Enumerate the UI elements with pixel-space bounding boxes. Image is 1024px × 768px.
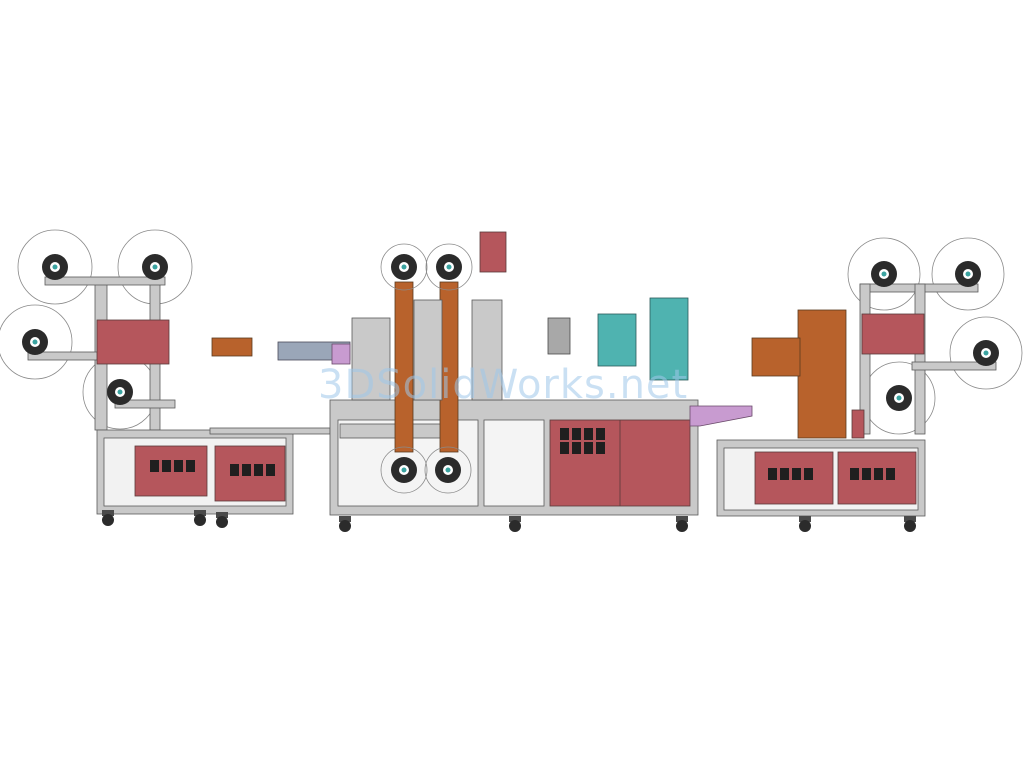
control-switch-icon [186, 460, 195, 472]
control-switch-icon [780, 468, 789, 480]
control-switch-icon [862, 468, 871, 480]
control-switch-icon [242, 464, 251, 476]
control-switches [150, 428, 895, 480]
left-cabinet [96, 427, 331, 515]
control-switch-icon [874, 468, 883, 480]
control-switch-icon [162, 460, 171, 472]
reel-icon [973, 340, 999, 366]
control-switch-icon [850, 468, 859, 480]
reel-hubs [22, 254, 999, 483]
control-switch-icon [584, 428, 593, 440]
control-switch-icon [230, 464, 239, 476]
control-switch-icon [572, 442, 581, 454]
reel-icon [42, 254, 68, 280]
caster-wheel-icon [676, 516, 688, 532]
caster-wheel-icon [216, 512, 228, 528]
control-switch-icon [804, 468, 813, 480]
control-switch-icon [560, 428, 569, 440]
control-switch-icon [768, 468, 777, 480]
right-cabinet [716, 309, 926, 517]
left-unwind-station [0, 229, 253, 431]
reel-icon [436, 254, 462, 280]
control-switch-icon [560, 442, 569, 454]
control-switch-icon [584, 442, 593, 454]
caster-wheel-icon [102, 510, 114, 526]
caster-wheel-icon [194, 510, 206, 526]
reel-icon [886, 385, 912, 411]
control-switch-icon [174, 460, 183, 472]
control-switch-icon [150, 460, 159, 472]
reel-icon [391, 457, 417, 483]
reel-icon [955, 261, 981, 287]
control-switch-icon [596, 442, 605, 454]
reel-icon [22, 329, 48, 355]
center-machine [277, 231, 753, 516]
reel-icon [871, 261, 897, 287]
control-switch-icon [886, 468, 895, 480]
control-switch-icon [792, 468, 801, 480]
reel-icon [142, 254, 168, 280]
reel-icon [107, 379, 133, 405]
caster-wheels [102, 510, 916, 532]
reel-icon [391, 254, 417, 280]
caster-wheel-icon [904, 516, 916, 532]
caster-wheel-icon [339, 516, 351, 532]
caster-wheel-icon [509, 516, 521, 532]
reel-icon [435, 457, 461, 483]
right-unwind-station [847, 237, 1023, 439]
control-switch-icon [266, 464, 275, 476]
control-switch-icon [254, 464, 263, 476]
control-switch-icon [572, 428, 581, 440]
control-switch-icon [596, 428, 605, 440]
caster-wheel-icon [799, 516, 811, 532]
